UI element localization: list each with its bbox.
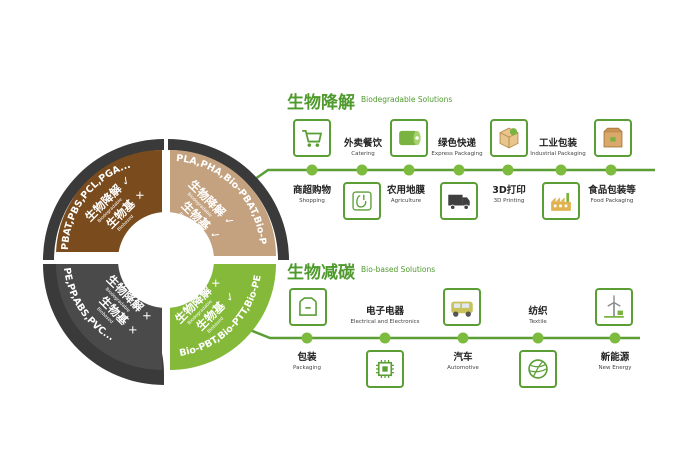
package-box-icon [289, 288, 327, 326]
label-electrical-electronics: 电子电器 Electrical and Electronics [340, 306, 430, 326]
node-dot [453, 164, 465, 176]
label-cn: 食品包装等 [588, 185, 636, 196]
label-en: Automotive [447, 365, 479, 371]
section2-subtitle: Bio-based Solutions [361, 265, 436, 274]
label-cn: 纺织 [528, 306, 548, 317]
node-dot [457, 332, 469, 344]
label-en: Express Packaging [431, 151, 483, 157]
label-cn: 农用地膜 [386, 185, 425, 196]
node-dot [605, 164, 617, 176]
label-shopping: 商超购物 Shopping [267, 185, 357, 205]
label-new-energy: 新能源 New Energy [570, 352, 660, 372]
node-dot [403, 164, 415, 176]
parcel-box-icon [490, 119, 528, 157]
node-dot [609, 332, 621, 344]
label-en: Food Packaging [590, 198, 634, 204]
section1-title: 生物降解 [287, 93, 355, 113]
label-agriculture: 农用地膜 Agriculture [361, 185, 451, 205]
fork-knife-icon [343, 182, 381, 220]
label-en: Agriculture [390, 198, 422, 204]
outer-ring-segment [43, 139, 164, 260]
node-dot [502, 164, 514, 176]
node-dot [532, 332, 544, 344]
connector-line-bottom [244, 326, 640, 340]
yarn-ball-icon [519, 350, 557, 388]
label-en: Textile [529, 319, 547, 325]
shopping-cart-icon [293, 119, 331, 157]
node-dot [555, 164, 567, 176]
label-cn: 外卖餐饮 [343, 138, 382, 149]
chip-icon [366, 350, 404, 388]
label-cn: 3D打印 [492, 185, 526, 196]
material-wheel: PBAT,PBS,PCL,PGA... PLA,PHA,Bio-PBAT,Bio… [36, 130, 289, 385]
label-en: Electrical and Electronics [350, 319, 420, 325]
label-3d-printing: 3D打印 3D Printing [464, 185, 554, 205]
wind-turbine-icon [595, 288, 633, 326]
label-industrial-packaging: 工业包装 Industrial Packaging [513, 138, 603, 158]
label-cn: 电子电器 [365, 306, 404, 317]
outer-ring-segment [168, 139, 289, 260]
wheel-hub [122, 216, 210, 304]
label-en: New Energy [598, 365, 632, 371]
label-en: Catering [351, 151, 375, 157]
label-express-packaging: 绿色快递 Express Packaging [412, 138, 502, 158]
label-catering: 外卖餐饮 Catering [318, 138, 408, 158]
label-cn: 新能源 [600, 352, 630, 363]
delivery-truck-icon [440, 182, 478, 220]
label-cn: 工业包装 [538, 138, 577, 149]
label-automotive: 汽车 Automotive [418, 352, 508, 372]
car-icon [443, 288, 481, 326]
label-en: 3D Printing [493, 198, 525, 204]
label-cn: 包装 [297, 352, 317, 363]
label-textile: 纺织 Textile [493, 306, 583, 326]
label-cn: 汽车 [453, 352, 473, 363]
node-dot [356, 164, 368, 176]
label-cn: 商超购物 [292, 185, 331, 196]
cardboard-box-icon [594, 119, 632, 157]
label-food-packaging: 食品包装等 Food Packaging [567, 185, 657, 205]
section1-subtitle: Biodegradable Solutions [361, 95, 453, 104]
node-dot [379, 332, 391, 344]
label-en: Packaging [293, 365, 321, 371]
label-en: Industrial Packaging [530, 151, 586, 157]
node-dot [301, 332, 313, 344]
node-dot [306, 164, 318, 176]
wheel-hub-border [118, 212, 214, 308]
label-en: Shopping [299, 198, 325, 204]
label-cn: 绿色快递 [437, 138, 476, 149]
factory-icon [542, 182, 580, 220]
label-packaging: 包装 Packaging [262, 352, 352, 372]
section2-title: 生物减碳 [287, 263, 355, 283]
film-roll-icon [390, 119, 428, 157]
